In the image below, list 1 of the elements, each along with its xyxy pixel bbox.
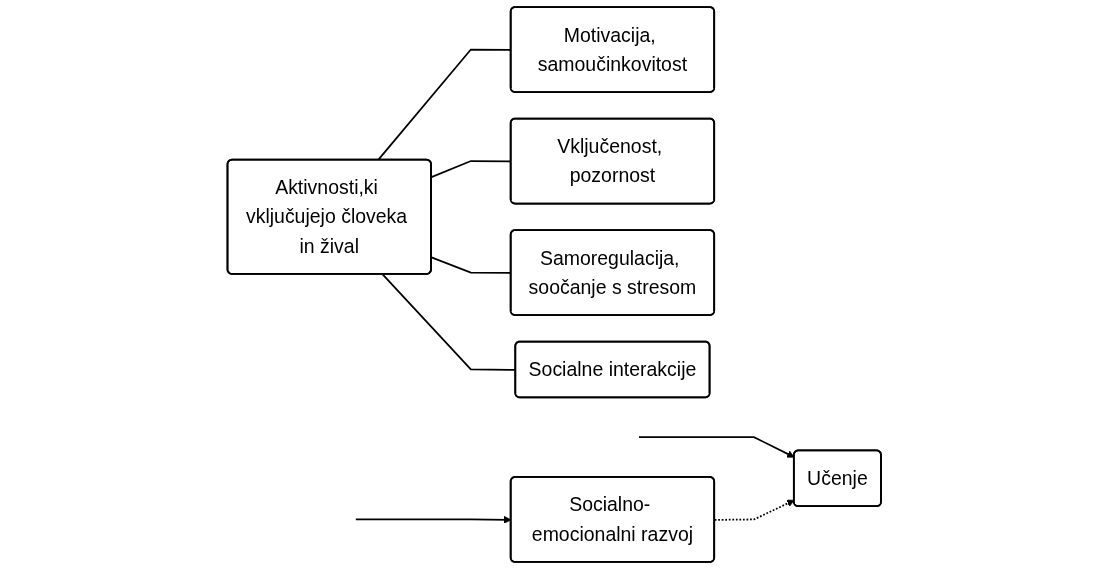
arrow: [638, 436, 795, 458]
